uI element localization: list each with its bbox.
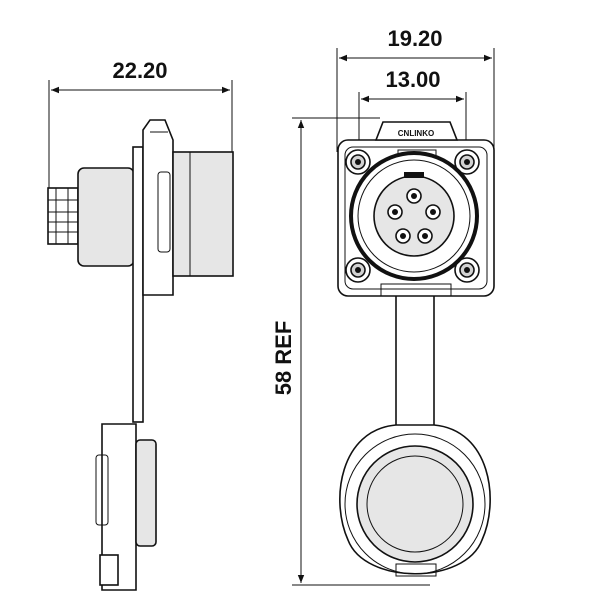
mounting-hole-bottom-left <box>345 257 371 283</box>
dimension-total-height: 58 REF <box>271 117 430 586</box>
mounting-hole-top-left <box>345 149 371 175</box>
dimension-label-hole-spacing: 13.00 <box>385 67 440 92</box>
dimension-label-side-width: 22.20 <box>112 58 167 83</box>
dimension-side-width: 22.20 <box>48 58 233 188</box>
dimension-flange-width: 19.20 <box>336 26 495 152</box>
cap-side <box>95 423 157 591</box>
bottom-tab <box>380 283 452 297</box>
mounting-hole-top-right <box>454 149 480 175</box>
mounting-plate <box>132 146 144 423</box>
receptacle-face <box>349 151 479 281</box>
lanyard-strap <box>395 292 435 425</box>
dimension-label-total-height: 58 REF <box>271 321 296 396</box>
mounting-hole-bottom-right <box>454 257 480 283</box>
side-view: 22.20 <box>47 58 234 591</box>
brand-logo: CNLINKO <box>398 129 434 138</box>
dust-cap-front <box>339 424 491 577</box>
front-barrel <box>172 151 234 277</box>
dimension-label-flange-width: 19.20 <box>387 26 442 51</box>
front-view: 19.20 13.00 58 REF CNLINKO <box>271 26 495 586</box>
mounting-holes <box>345 149 480 283</box>
rear-body <box>77 167 135 267</box>
contact-pins <box>387 188 441 244</box>
rear-terminals <box>47 187 79 245</box>
